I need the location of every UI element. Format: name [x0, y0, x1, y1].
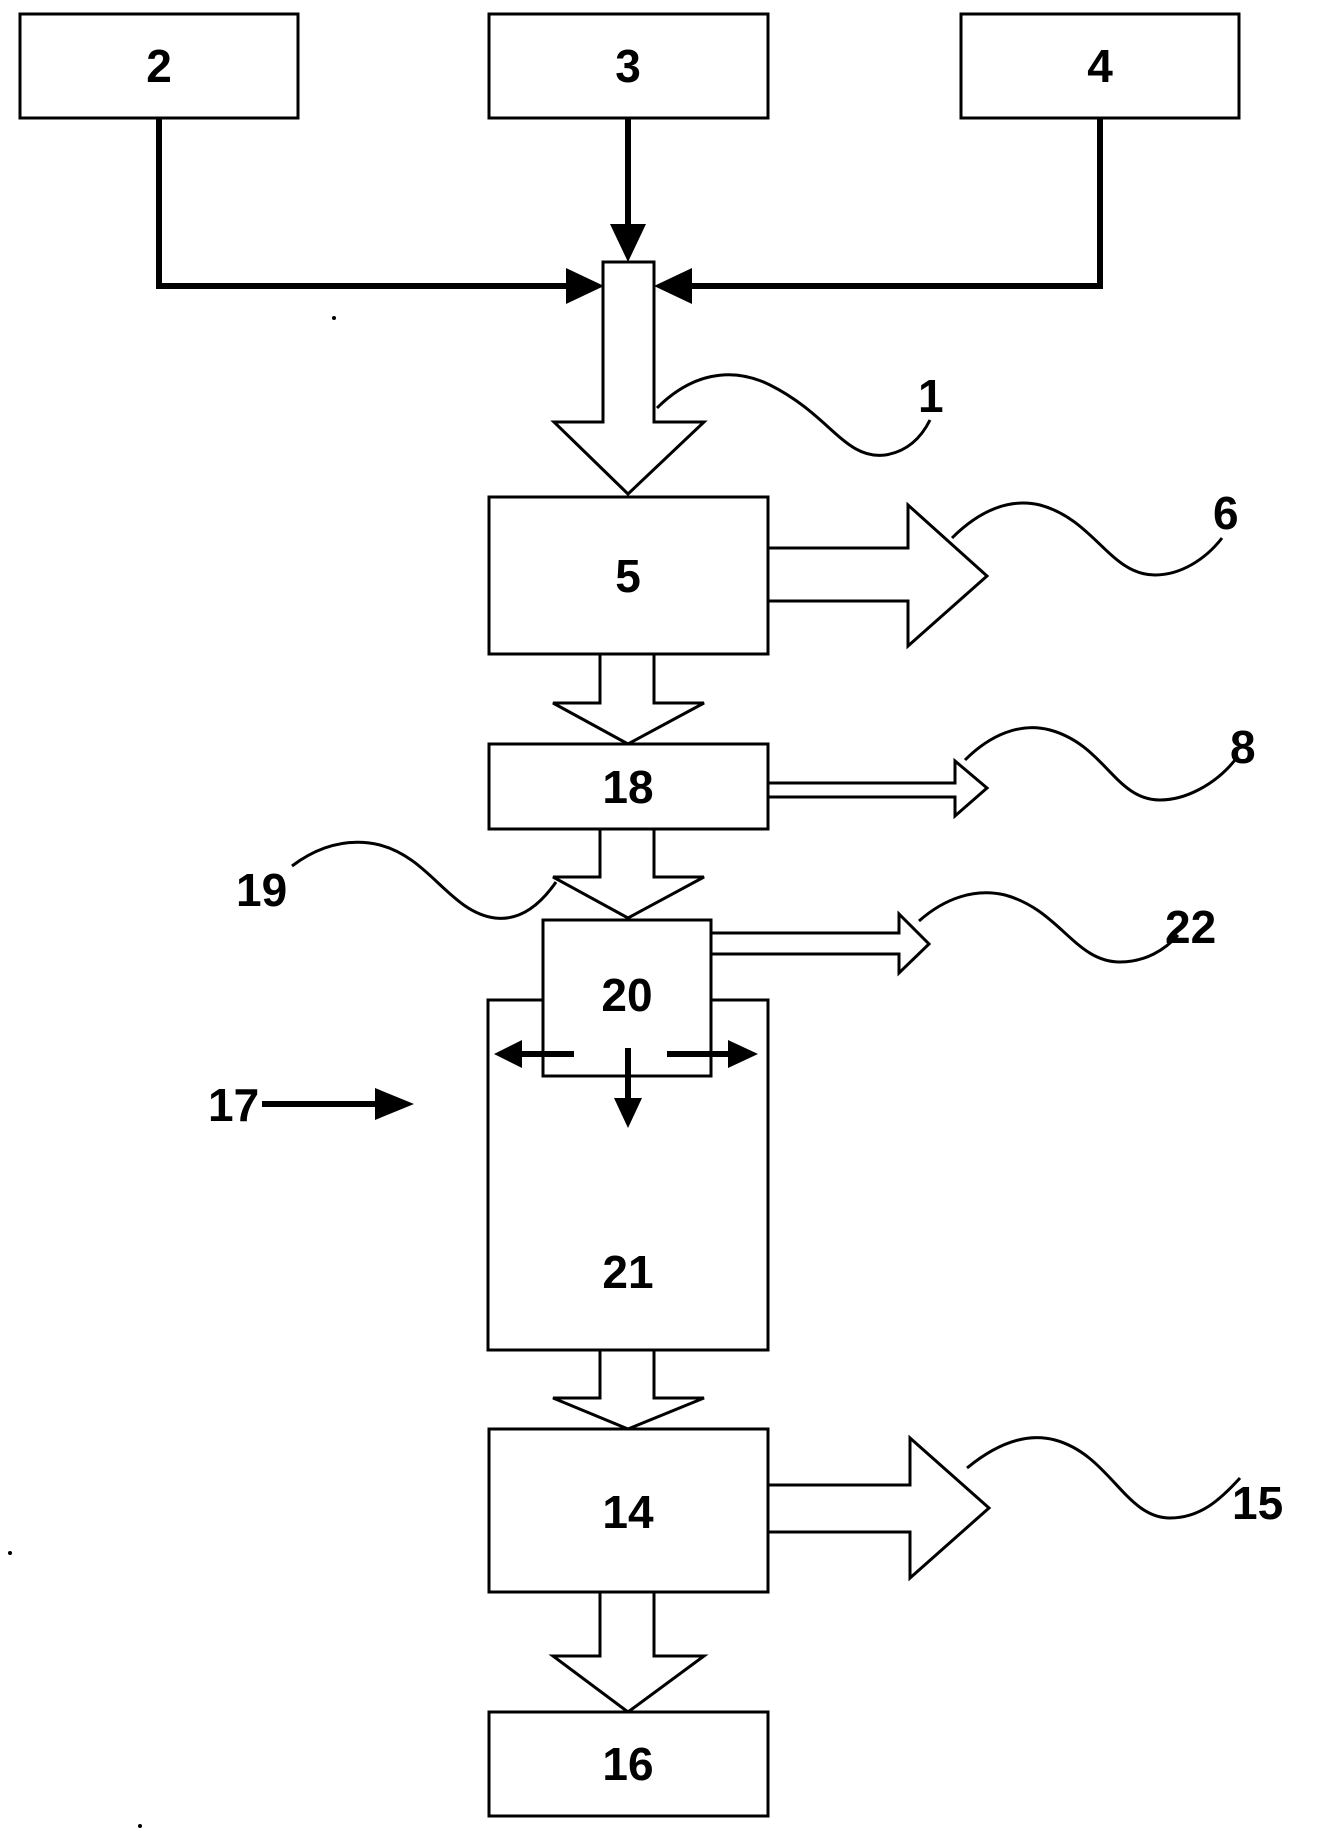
- distribution-arrows: [494, 1040, 758, 1128]
- arrow-21-to-14: [552, 1348, 705, 1431]
- box-16: [487, 1710, 770, 1818]
- box-21-label: 21: [602, 1246, 653, 1298]
- arrow-14-to-16: [548, 1590, 709, 1714]
- outflow-arrow-15: [766, 1434, 992, 1582]
- reference-label-19: 19: [236, 864, 287, 916]
- reference-label-8: 8: [1230, 721, 1256, 773]
- scan-speck: [138, 1824, 142, 1828]
- box-4: [959, 12, 1241, 120]
- inflow-arrow-1: [550, 260, 708, 497]
- feed-line-from-4: [654, 118, 1103, 304]
- leader-line-6: [950, 501, 1224, 577]
- leader-line-1: [655, 373, 932, 457]
- arrow-5-to-18: [552, 652, 705, 746]
- reference-label-6: 6: [1213, 487, 1239, 539]
- feed-line-from-3: [610, 118, 646, 262]
- leader-line-22: [918, 891, 1180, 964]
- box-18-label: 18: [602, 761, 653, 813]
- box-4-label: 4: [1087, 40, 1113, 92]
- feed-line-from-2: [156, 118, 604, 304]
- leader-line-15: [966, 1436, 1242, 1520]
- outflow-arrow-6: [766, 501, 990, 650]
- box-3: [487, 12, 770, 120]
- box-2: [18, 12, 300, 120]
- box-5-label: 5: [615, 550, 641, 602]
- outflow-arrow-22: [709, 910, 932, 977]
- reference-label-17: 17: [208, 1079, 259, 1131]
- box-3-label: 3: [615, 40, 641, 92]
- box-20-label: 20: [601, 969, 652, 1021]
- reference-arrow-17: [262, 1088, 414, 1120]
- scan-speck: [8, 1551, 12, 1555]
- box-14: [487, 1427, 770, 1594]
- outflow-arrow-8: [766, 757, 990, 820]
- box-16-label: 16: [602, 1738, 653, 1790]
- leader-line-8: [963, 726, 1237, 802]
- arrow-18-to-20: [552, 827, 705, 920]
- reference-label-1: 1: [918, 370, 944, 422]
- reference-label-22: 22: [1165, 901, 1216, 953]
- box-14-label: 14: [602, 1486, 654, 1538]
- leader-line-19: [291, 840, 558, 920]
- scan-speck: [332, 316, 336, 320]
- box-2-label: 2: [146, 40, 172, 92]
- reference-label-15: 15: [1232, 1477, 1283, 1529]
